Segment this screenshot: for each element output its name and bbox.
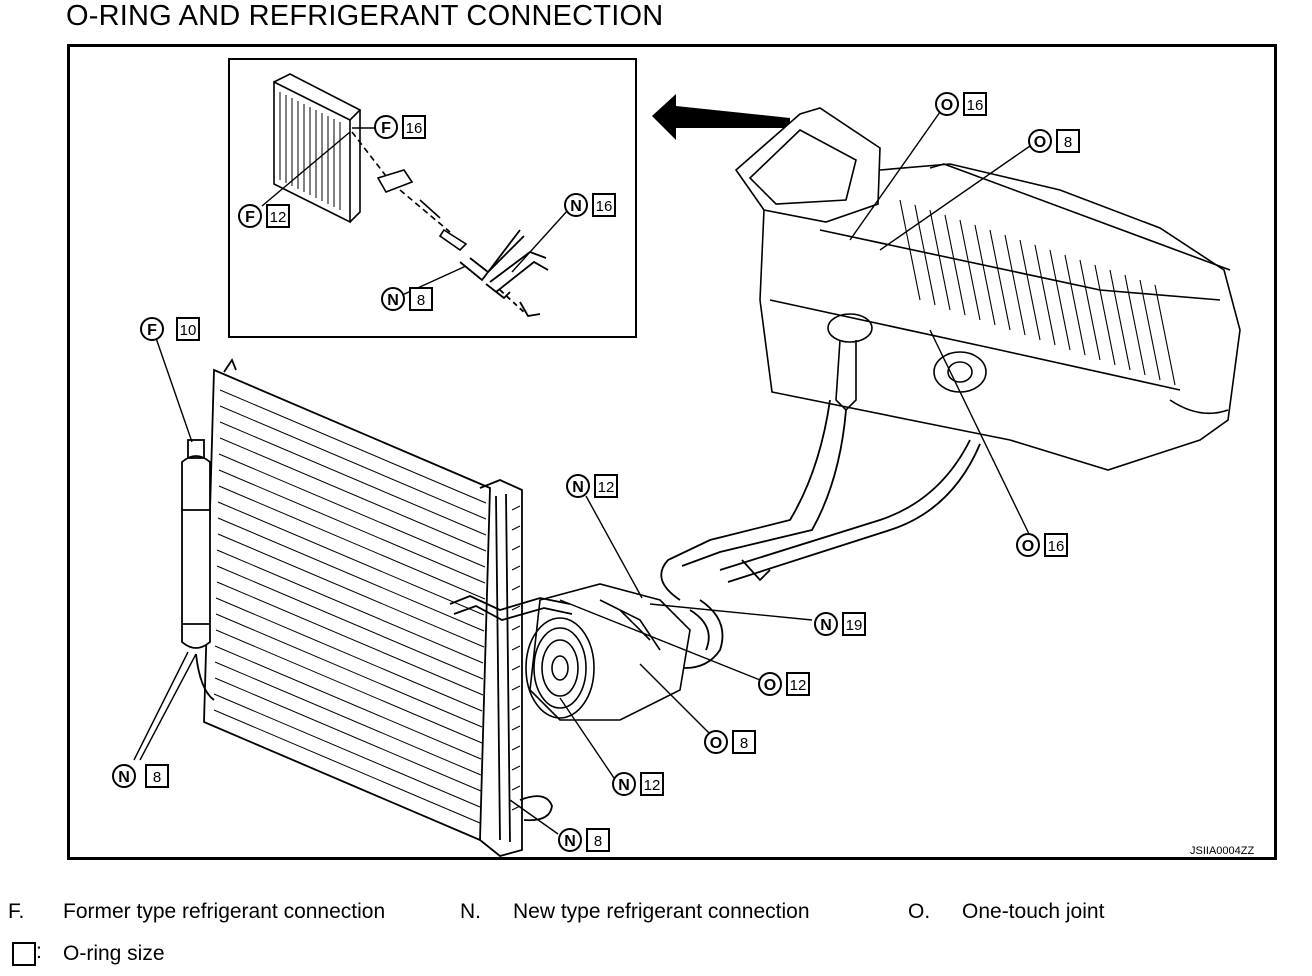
callout-size: 8 [740, 735, 748, 752]
callout-letter: O [764, 677, 776, 694]
legend-n-key: N. [460, 900, 481, 923]
callout-n8-left: N 8 [112, 764, 169, 788]
callout-letter: O [710, 735, 722, 752]
callout-n19: N 19 [814, 612, 866, 636]
callout-o16-right: O 16 [1016, 533, 1068, 557]
callout-letter: F [147, 322, 157, 339]
compressor [525, 583, 691, 721]
callout-letter: N [118, 769, 130, 786]
hvac-unit [734, 107, 1241, 471]
callout-letter: F [245, 209, 255, 226]
callout-o16-top: O 16 [935, 92, 987, 116]
callout-size: 12 [270, 209, 287, 226]
legend-f-text: Former type refrigerant connection [63, 900, 386, 923]
callout-inset-n16: N 16 [564, 193, 616, 217]
callout-letter: O [1022, 538, 1034, 555]
callout-inset-n8: N 8 [381, 287, 433, 311]
callout-size: 8 [1064, 134, 1072, 151]
callout-inset-f12: F 12 [238, 204, 290, 228]
callout-size: 8 [417, 292, 425, 309]
callout-size: 16 [596, 198, 613, 215]
callout-size: 12 [644, 777, 661, 794]
leader-lines [133, 111, 1031, 835]
callout-o8-top: O 8 [1028, 129, 1080, 153]
callout-letter: F [381, 120, 391, 137]
callout-o8-bottom: O 8 [704, 730, 756, 754]
legend-box-colon: : [36, 940, 42, 963]
legend-f-key: F. [8, 900, 25, 923]
callout-letter: N [564, 833, 576, 850]
callout-letter: N [820, 617, 832, 634]
callout-letter: O [1034, 134, 1046, 151]
legend-o-key: O. [908, 900, 931, 923]
inset-expansion-valve [351, 131, 468, 252]
callout-n8-bottom: N 8 [558, 828, 610, 852]
inset-evaporator-unit [273, 73, 362, 224]
legend-n-text: New type refrigerant connection [513, 900, 810, 923]
legend-o-text: One-touch joint [962, 900, 1105, 923]
callout-size: 12 [790, 677, 807, 694]
callout-size: 12 [598, 479, 615, 496]
page-title: O-RING AND REFRIGERANT CONNECTION [66, 0, 664, 32]
callout-letter: N [570, 198, 582, 215]
callout-n12-top: N 12 [566, 474, 618, 498]
inset-pipes [459, 229, 549, 317]
inset-box [228, 58, 637, 338]
callout-size: 10 [180, 322, 197, 339]
callout-letter: N [572, 479, 584, 496]
callout-size: 8 [153, 769, 161, 786]
liquid-tank [181, 439, 215, 701]
callout-o12: O 12 [758, 672, 810, 696]
callout-inset-f16: F 16 [374, 115, 426, 139]
condenser [203, 358, 573, 857]
callout-size: 16 [967, 97, 984, 114]
callout-letter: N [387, 292, 399, 309]
figure-code: JSIIA0004ZZ [1190, 845, 1255, 857]
callout-letter: N [618, 777, 630, 794]
callout-size: 8 [594, 833, 602, 850]
direction-arrow [652, 94, 790, 140]
legend-box-text: O-ring size [63, 942, 165, 965]
callout-letter: O [941, 97, 953, 114]
diagram-frame [67, 44, 1277, 860]
callout-size: 16 [406, 120, 423, 137]
oring-size-box-icon [12, 942, 36, 966]
callout-f10: F 10 [140, 317, 200, 341]
callout-n12-bottom: N 12 [612, 772, 664, 796]
callout-size: 19 [846, 617, 863, 634]
callout-size: 16 [1048, 538, 1065, 555]
